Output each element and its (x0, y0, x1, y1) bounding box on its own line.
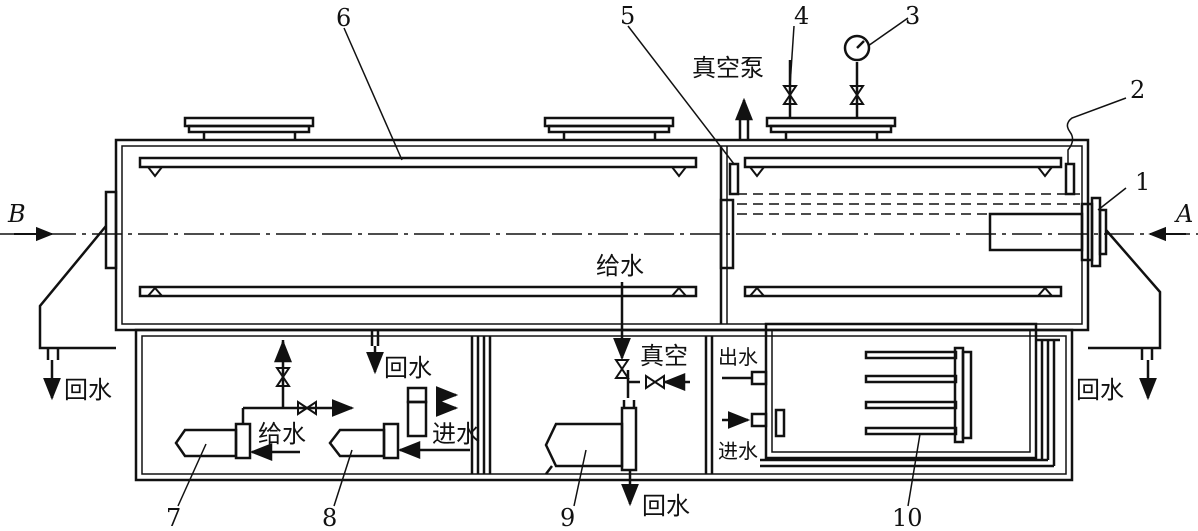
pressure-gauge-3 (843, 34, 871, 62)
return-water-right-label: 回水 (1076, 376, 1124, 404)
outlet-port (750, 370, 768, 386)
lower-cabinet (134, 328, 1074, 482)
top-hatch-left (183, 116, 315, 140)
top-hatch-right (765, 116, 897, 140)
callout-2: 2 (1130, 76, 1145, 104)
coil-rack (864, 346, 973, 444)
rail-top-right (743, 156, 1063, 169)
rail-bottom-right (743, 285, 1063, 298)
inlet-fitting-1 (988, 212, 1084, 252)
callout-9: 9 (560, 504, 575, 531)
level-gauge-5 (728, 162, 740, 196)
vacuum-pump-label: 真空泵 (692, 54, 764, 82)
top-hatch-middle (543, 116, 675, 140)
valve-vacuum (645, 374, 665, 390)
callout-8: 8 (322, 504, 337, 531)
tank-10 (764, 322, 1038, 460)
left-end-door (104, 190, 118, 270)
main-tank-inner (121, 145, 1083, 325)
left-support (38, 225, 116, 350)
main-tank-outer (114, 138, 1090, 332)
inlet-port (750, 412, 768, 428)
leader-lines (177, 17, 1127, 507)
direction-a-label: A (1174, 200, 1193, 228)
water-level (737, 193, 1080, 215)
callout-5: 5 (620, 2, 635, 30)
water-supply-top-label: 给水 (596, 252, 644, 280)
rail-bottom-left (138, 285, 698, 298)
direction-b-label: B (7, 200, 26, 228)
callout-7: 7 (166, 504, 181, 531)
vacuum-label: 真空 (640, 342, 688, 370)
water-outlet-box-label: 出水 (718, 345, 758, 369)
rail-top-left (138, 156, 698, 169)
callout-10: 10 (892, 504, 923, 531)
partition-door (719, 198, 735, 270)
callout-4: 4 (794, 2, 809, 30)
valve-supply-center (614, 359, 630, 379)
return-water-center-label: 回水 (384, 354, 432, 382)
valve-4 (782, 85, 798, 105)
callout-6: 6 (336, 4, 351, 32)
return-water-bottom-label: 回水 (642, 492, 690, 520)
return-water-left-label: 回水 (64, 376, 112, 404)
valve-3 (849, 85, 865, 105)
water-supply-mid-label: 给水 (258, 420, 306, 448)
water-inlet-box-label: 进水 (718, 439, 758, 463)
valve-supply-h (297, 400, 317, 416)
valve-supply-left (275, 367, 291, 387)
level-gauge-2 (1064, 162, 1076, 196)
callout-3: 3 (905, 2, 920, 30)
pump-9 (544, 400, 638, 475)
right-support (1088, 229, 1162, 350)
rail-feet (145, 166, 1055, 297)
pump-8 (328, 386, 428, 460)
callout-1: 1 (1135, 168, 1150, 196)
water-inlet-mid-label: 进水 (432, 420, 480, 448)
